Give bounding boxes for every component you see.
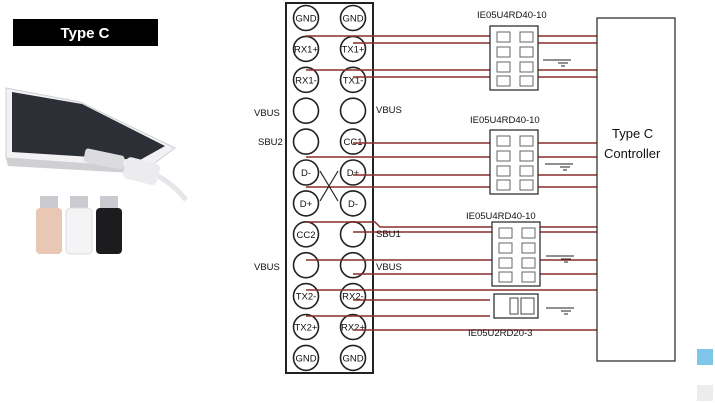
- right-pin-label-7: D-: [348, 199, 358, 210]
- left-pin-1: [292, 4, 320, 32]
- right-pin-1: [339, 4, 367, 32]
- controller-label-line2: Controller: [604, 146, 661, 161]
- product-photo: [5, 87, 188, 255]
- sbu2-label: SBU2: [258, 137, 283, 148]
- esd-chip-1: [489, 25, 539, 91]
- right-pin-11: [339, 313, 367, 341]
- left-pin-label-2: RX1+: [294, 44, 318, 55]
- right-pin-label-10: RX2-: [342, 292, 364, 303]
- right-pin-12: [339, 344, 367, 372]
- left-pin-5: [292, 128, 320, 155]
- right-pin-label-3: TX1-: [343, 75, 364, 86]
- accent-square-blue: [697, 349, 713, 365]
- title-badge-text: Type C: [61, 25, 110, 42]
- ground-icon-4: [546, 307, 574, 315]
- right-pin-6: [339, 159, 367, 186]
- controller-label-line1: Type C: [612, 126, 653, 141]
- right-pin-label-12: GND: [342, 353, 363, 364]
- left-pin-9: [292, 251, 320, 279]
- vbus-right-label-1: VBUS: [376, 105, 402, 116]
- esd-chip-2-label: IE05U4RD40-10: [470, 115, 540, 126]
- vbus-left-label-1: VBUS: [254, 108, 280, 119]
- right-pin-label-11: RX2+: [341, 323, 365, 334]
- left-pin-11: [292, 313, 320, 341]
- right-pin-label-2: TX1+: [342, 44, 365, 55]
- left-pin-label-10: TX2-: [296, 292, 317, 303]
- left-pin-7: [292, 190, 320, 217]
- d-cross-line-2: [319, 170, 339, 202]
- right-pin-9: [339, 251, 367, 279]
- right-pin-label-6: D+: [347, 168, 360, 179]
- esd-chip-4-label: IE05U2RD20-3: [468, 328, 532, 339]
- wire-9: [306, 221, 597, 228]
- sbu1-label: SBU1: [376, 229, 401, 240]
- ground-icon-2: [545, 163, 573, 171]
- esd-chip-1-label: IE05U4RD40-10: [477, 10, 547, 21]
- right-pin-label-1: GND: [342, 14, 363, 25]
- accent-square-grey: [697, 385, 713, 401]
- controller-box: [596, 17, 676, 362]
- left-pin-12: [292, 344, 320, 372]
- left-pin-label-12: GND: [295, 353, 316, 364]
- left-pin-label-3: RX1-: [295, 75, 317, 86]
- right-pin-3: [339, 66, 367, 94]
- right-pin-8: [339, 221, 367, 248]
- left-pin-label-8: CC2: [296, 230, 315, 241]
- right-pin-4: [339, 97, 367, 124]
- left-pin-4: [292, 97, 320, 124]
- vbus-left-label-2: VBUS: [254, 262, 280, 273]
- connector-body: [285, 2, 374, 374]
- esd-chip-4: [493, 293, 539, 319]
- esd-chip-2: [489, 129, 539, 195]
- ground-icon-1: [543, 59, 571, 67]
- right-pin-7: [339, 190, 367, 217]
- ground-icon-3: [546, 255, 574, 263]
- left-pin-label-1: GND: [295, 14, 316, 25]
- left-pin-6: [292, 159, 320, 186]
- esd-chip-3-label: IE05U4RD40-10: [466, 211, 536, 222]
- title-badge: [13, 19, 158, 46]
- esd-chip-3: [491, 221, 541, 287]
- left-pin-3: [292, 66, 320, 94]
- left-pin-label-11: TX2+: [295, 323, 318, 334]
- left-pin-label-6: D-: [301, 168, 311, 179]
- right-pin-5: [339, 128, 367, 155]
- left-pin-label-7: D+: [300, 199, 313, 210]
- ground-symbols: [543, 59, 574, 315]
- vbus-right-label-2: VBUS: [376, 262, 402, 273]
